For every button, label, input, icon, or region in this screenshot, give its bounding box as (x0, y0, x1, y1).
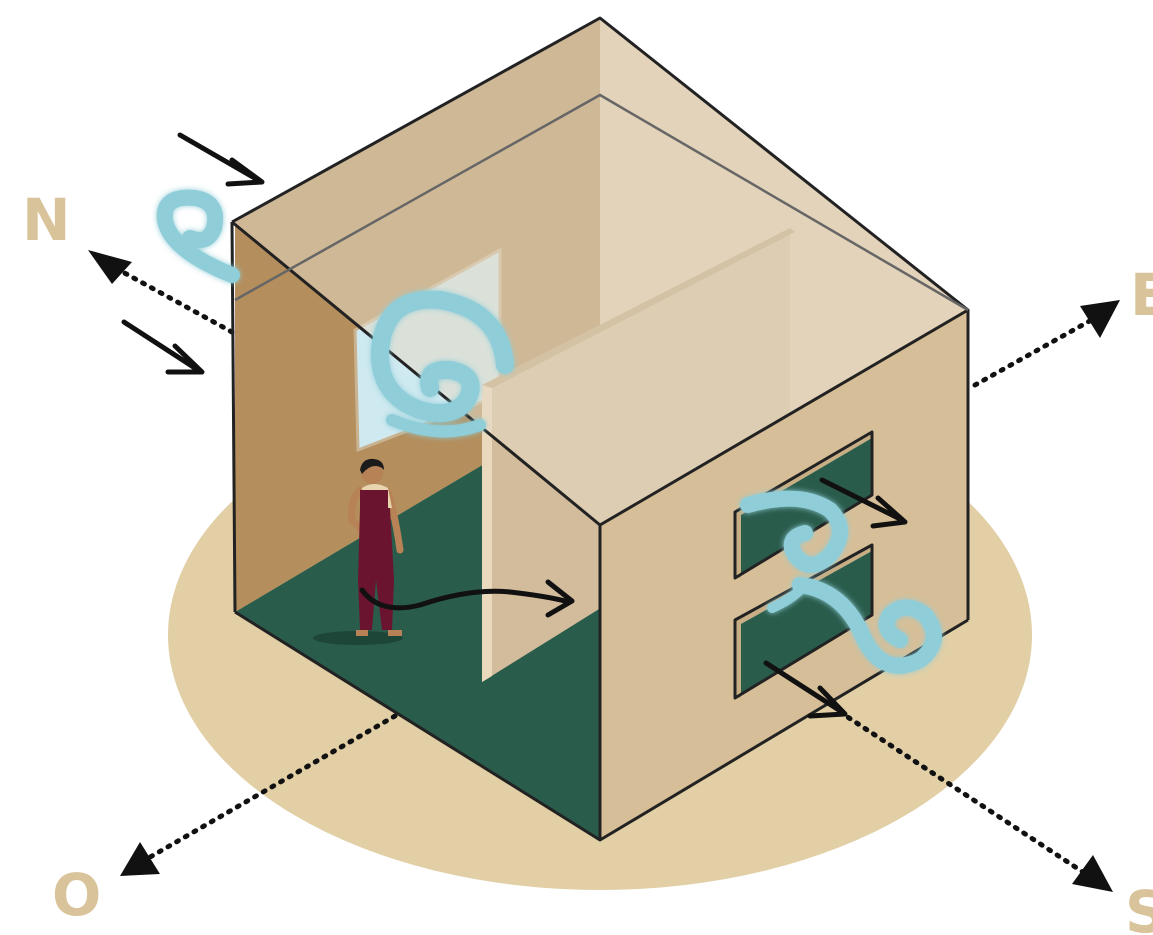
partition-wall-edge (482, 380, 492, 682)
south-arrowhead-icon (1072, 855, 1113, 892)
east-arrowhead-icon (1080, 300, 1120, 338)
wind-in-arrow-icon (121, 319, 201, 373)
wind-swirl-icon (370, 290, 514, 438)
axis-west (142, 713, 398, 863)
indoor-airflow-arrow-icon (359, 587, 568, 611)
wind-out-arrow-icon (819, 477, 905, 523)
west-arrowhead-icon (120, 842, 160, 876)
compass-north-label: N (22, 186, 71, 254)
axis-east (972, 315, 1098, 388)
compass-axes (88, 250, 1120, 892)
wind-swirl-icon (740, 490, 942, 674)
indoor-airflow-arrowhead-icon (545, 579, 575, 618)
axis-south (837, 709, 1098, 883)
wind-swirl-icon (156, 189, 240, 283)
front-right-wall (600, 310, 968, 840)
roof-glass (232, 18, 968, 525)
compass-east-label: E (1130, 261, 1153, 329)
north-arrowhead-icon (88, 250, 132, 284)
outdoor-airflow-arrows (121, 132, 908, 719)
compass-west-label: O (52, 861, 101, 929)
wind-out-arrow-icon (763, 660, 845, 715)
person-figure (313, 458, 404, 645)
compass-south-label: S (1125, 878, 1153, 935)
axis-north (107, 262, 235, 335)
south-window-lower (735, 545, 872, 698)
wind-swirls (156, 189, 942, 674)
